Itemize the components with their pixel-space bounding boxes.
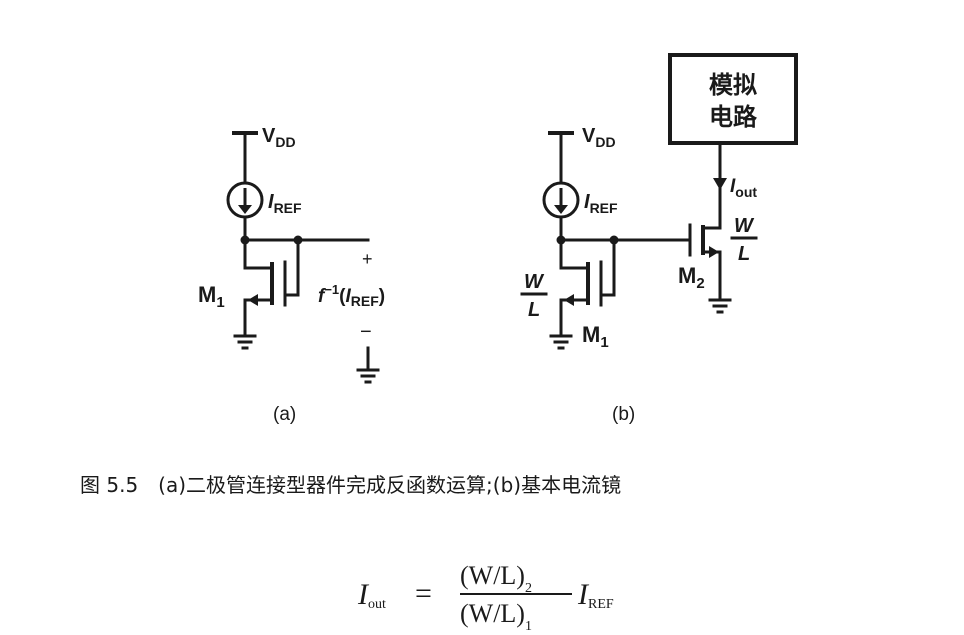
f-inverse-label: f−1(IREF): [318, 282, 385, 309]
ground-icon: [356, 368, 380, 384]
minus-sign: −: [360, 321, 372, 343]
block-label-line2: 电路: [709, 103, 758, 131]
arrow-icon: [709, 246, 719, 258]
eq-lhs: Iout: [357, 578, 386, 612]
figure-caption: 图 5.5 (a)二极管连接型器件完成反函数运算;(b)基本电流镜: [80, 473, 621, 497]
block-label-line1: 模拟: [709, 71, 757, 99]
eq-equals: =: [415, 577, 432, 610]
arrow-icon: [248, 294, 258, 306]
wl-m1-num: W: [524, 271, 545, 293]
iout-label: Iout: [730, 176, 757, 200]
circuit-a: VDD IREF M1 +: [198, 125, 385, 425]
wl-m1-den: L: [528, 299, 540, 321]
ground-icon: [708, 298, 732, 314]
arrow-down-icon: [713, 178, 727, 190]
iref-label-a: IREF: [268, 191, 302, 216]
panel-label-a: (a): [273, 404, 296, 425]
iref-label-b: IREF: [584, 191, 618, 216]
eq-numerator: (W/L)2: [460, 561, 532, 596]
m2-label: M2: [678, 263, 705, 292]
plus-sign: +: [362, 249, 373, 269]
ground-icon: [233, 334, 257, 350]
m1-label-a: M1: [198, 282, 225, 311]
m1-label-b: M1: [582, 322, 609, 351]
ground-icon: [549, 334, 573, 350]
equation: Iout = (W/L)2 (W/L)1 IREF: [357, 561, 614, 634]
arrow-icon: [564, 294, 574, 306]
wl-m2-num: W: [734, 215, 755, 237]
wl-m2-den: L: [738, 243, 750, 265]
panel-label-b: (b): [612, 404, 635, 425]
arrow-down-icon: [238, 205, 252, 214]
vdd-label-b: VDD: [582, 125, 616, 150]
eq-rhs: IREF: [577, 578, 614, 612]
arrow-down-icon: [554, 205, 568, 214]
circuit-b: VDD IREF M1 W L: [520, 53, 798, 425]
analog-circuit-block: [668, 53, 798, 145]
vdd-label-a: VDD: [262, 125, 296, 150]
eq-denominator: (W/L)1: [460, 599, 532, 634]
